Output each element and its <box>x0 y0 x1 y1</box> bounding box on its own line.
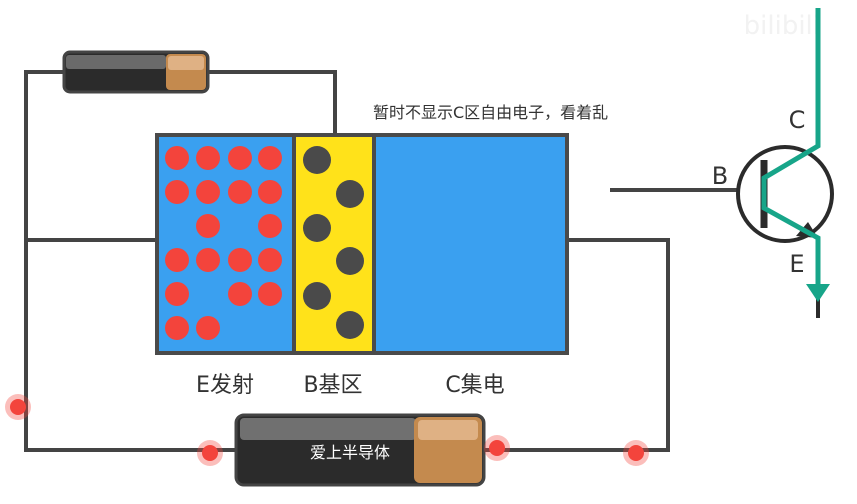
electron <box>258 146 282 170</box>
note-text: 暂时不显示C区自由电子，看着乱 <box>373 103 608 122</box>
collector-label: C集电 <box>445 373 504 398</box>
semiconductor-block <box>155 133 569 355</box>
electron <box>165 248 189 272</box>
circuit-wires <box>24 70 738 452</box>
hole <box>336 247 364 275</box>
watermark: bilibili <box>744 11 820 41</box>
battery-label: 爱上半导体 <box>310 443 390 462</box>
electron <box>258 180 282 204</box>
electron <box>228 248 252 272</box>
electron <box>165 282 189 306</box>
emitter-label: E发射 <box>196 373 254 398</box>
electron <box>228 180 252 204</box>
collector-region <box>372 133 569 355</box>
right-wire <box>482 238 670 452</box>
transistor-body <box>736 145 834 243</box>
base-label: B基区 <box>303 373 362 398</box>
electron <box>196 214 220 238</box>
hole <box>336 311 364 339</box>
electron <box>228 146 252 170</box>
hole <box>336 180 364 208</box>
transistor-symbol: B C E <box>712 8 834 318</box>
electron <box>196 248 220 272</box>
emitter-electrons <box>165 146 282 340</box>
wire-electrons <box>5 394 649 466</box>
top-wire-right <box>205 70 337 135</box>
top-wire <box>24 70 157 242</box>
electron <box>165 180 189 204</box>
left-wire <box>24 240 238 452</box>
electron <box>228 282 252 306</box>
transistor-b-label: B <box>712 162 728 190</box>
hole <box>303 146 331 174</box>
transistor-e-label: E <box>789 250 804 278</box>
electron <box>196 146 220 170</box>
electron <box>258 214 282 238</box>
current-path <box>761 8 821 292</box>
current-arrow-icon <box>806 284 830 302</box>
electron <box>165 146 189 170</box>
electron <box>258 248 282 272</box>
electron <box>196 180 220 204</box>
electron <box>258 282 282 306</box>
electron <box>196 316 220 340</box>
hole <box>303 214 331 242</box>
hole <box>303 282 331 310</box>
electron <box>165 316 189 340</box>
main-battery: 爱上半导体 <box>234 413 486 487</box>
transistor-c-label: C <box>789 106 806 134</box>
small-battery <box>62 50 210 94</box>
base-holes <box>303 146 364 339</box>
